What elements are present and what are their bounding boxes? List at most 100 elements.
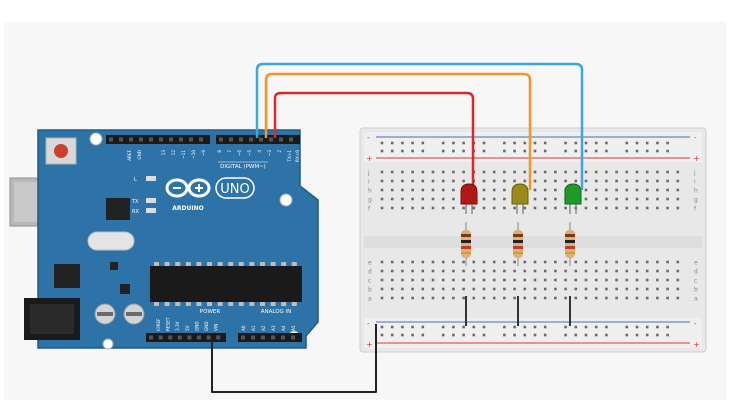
led-red[interactable]	[460, 183, 478, 214]
breadboard-hole	[645, 278, 649, 282]
breadboard-hole	[594, 333, 598, 337]
digital-pin-label: 2	[277, 150, 282, 153]
row-letter: c	[368, 278, 371, 285]
reset-button[interactable]	[54, 144, 68, 158]
breadboard-hole	[564, 269, 567, 273]
breadboard-hole	[380, 287, 384, 291]
row-letter: j	[367, 170, 370, 177]
breadboard-hole	[380, 188, 384, 192]
top-rail-minus-label-right: -	[694, 134, 697, 142]
breadboard-hole	[625, 325, 629, 329]
capacitor-mark	[97, 312, 113, 316]
breadboard-hole	[554, 188, 557, 192]
breadboard-hole	[513, 179, 516, 183]
breadboard-hole	[411, 188, 414, 192]
header-pin	[229, 137, 233, 142]
breadboard-hole	[676, 278, 680, 282]
breadboard-hole	[492, 197, 496, 201]
smd-component	[110, 262, 118, 270]
breadboard-hole	[401, 188, 404, 192]
breadboard-hole	[472, 287, 476, 291]
breadboard-hole	[656, 269, 659, 273]
breadboard-hole	[584, 149, 588, 153]
digital-header-left	[106, 135, 210, 144]
header-pin	[271, 335, 275, 340]
header-pin	[109, 137, 113, 142]
resistor-1[interactable]	[461, 222, 471, 266]
bottom-rail-minus-label: -	[367, 320, 370, 328]
breadboard-hole	[594, 206, 598, 210]
header-pin	[149, 335, 153, 340]
mcu-pin	[185, 302, 191, 306]
breadboard-hole	[625, 296, 629, 300]
breadboard-hole	[401, 206, 404, 210]
row-letter: e	[368, 260, 372, 267]
breadboard-hole	[411, 260, 414, 264]
mcu-pin	[281, 302, 287, 306]
breadboard-hole	[401, 287, 404, 291]
breadboard-hole	[523, 170, 527, 174]
breadboard-hole	[645, 287, 649, 291]
wire-ground[interactable]	[211, 324, 377, 393]
breadboard-hole	[411, 296, 414, 300]
digital-pin-label: ~6	[237, 150, 242, 157]
breadboard-hole	[431, 206, 435, 210]
row-letter: f	[694, 206, 697, 213]
led-yellow[interactable]	[511, 183, 529, 214]
wire-blue[interactable]	[255, 62, 584, 190]
voltage-regulator	[54, 264, 80, 288]
breadboard-hole	[462, 141, 465, 145]
breadboard-hole	[666, 188, 669, 192]
breadboard-hole	[594, 287, 598, 291]
breadboard-hole	[472, 296, 476, 300]
breadboard-hole	[482, 269, 486, 273]
breadboard-hole	[594, 170, 598, 174]
header-pin	[206, 335, 211, 340]
breadboard-hole	[533, 269, 537, 273]
wire-red[interactable]	[273, 91, 475, 190]
breadboard-hole	[380, 333, 384, 337]
breadboard-hole	[533, 206, 537, 210]
breadboard-hole	[411, 170, 414, 174]
breadboard-hole	[390, 287, 394, 291]
breadboard-hole	[401, 141, 404, 145]
digital-pin-label: TX>1	[287, 150, 292, 163]
breadboard-hole	[666, 278, 669, 282]
led-green[interactable]	[564, 183, 582, 214]
breadboard-hole	[503, 179, 506, 183]
analog-pin-label: A4	[281, 325, 286, 331]
mcu-pin	[291, 302, 297, 306]
breadboard-hole	[401, 325, 404, 329]
mcu-pin	[164, 302, 170, 306]
breadboard-hole	[401, 260, 404, 264]
row-letter: d	[694, 269, 698, 276]
breadboard-hole	[472, 333, 476, 337]
breadboard-hole	[523, 206, 527, 210]
wire-orange[interactable]	[264, 72, 532, 190]
digital-pin-label: ~3	[267, 150, 272, 157]
breadboard-hole	[645, 206, 649, 210]
digital-pin-label: ~11	[181, 150, 186, 159]
breadboard-hole	[656, 296, 659, 300]
breadboard-hole	[411, 141, 414, 145]
power-pin-label: GND	[204, 321, 209, 331]
breadboard-hole	[401, 179, 404, 183]
breadboard-hole	[411, 179, 414, 183]
digital-pwm-label: DIGITAL (PWM~)	[220, 164, 266, 170]
resistor-3[interactable]	[565, 222, 575, 266]
breadboard-hole	[635, 170, 639, 174]
breadboard-hole	[411, 197, 414, 201]
breadboard-hole	[390, 333, 394, 337]
breadboard-hole	[625, 206, 629, 210]
breadboard-hole	[543, 287, 547, 291]
resistor-2[interactable]	[513, 222, 523, 266]
led-l-indicator	[146, 176, 156, 181]
header-pin	[291, 335, 295, 340]
breadboard-hole	[594, 179, 598, 183]
power-label: POWER	[200, 309, 221, 315]
mcu-pin	[175, 302, 181, 306]
breadboard-hole	[411, 269, 414, 273]
breadboard-hole	[411, 149, 414, 153]
